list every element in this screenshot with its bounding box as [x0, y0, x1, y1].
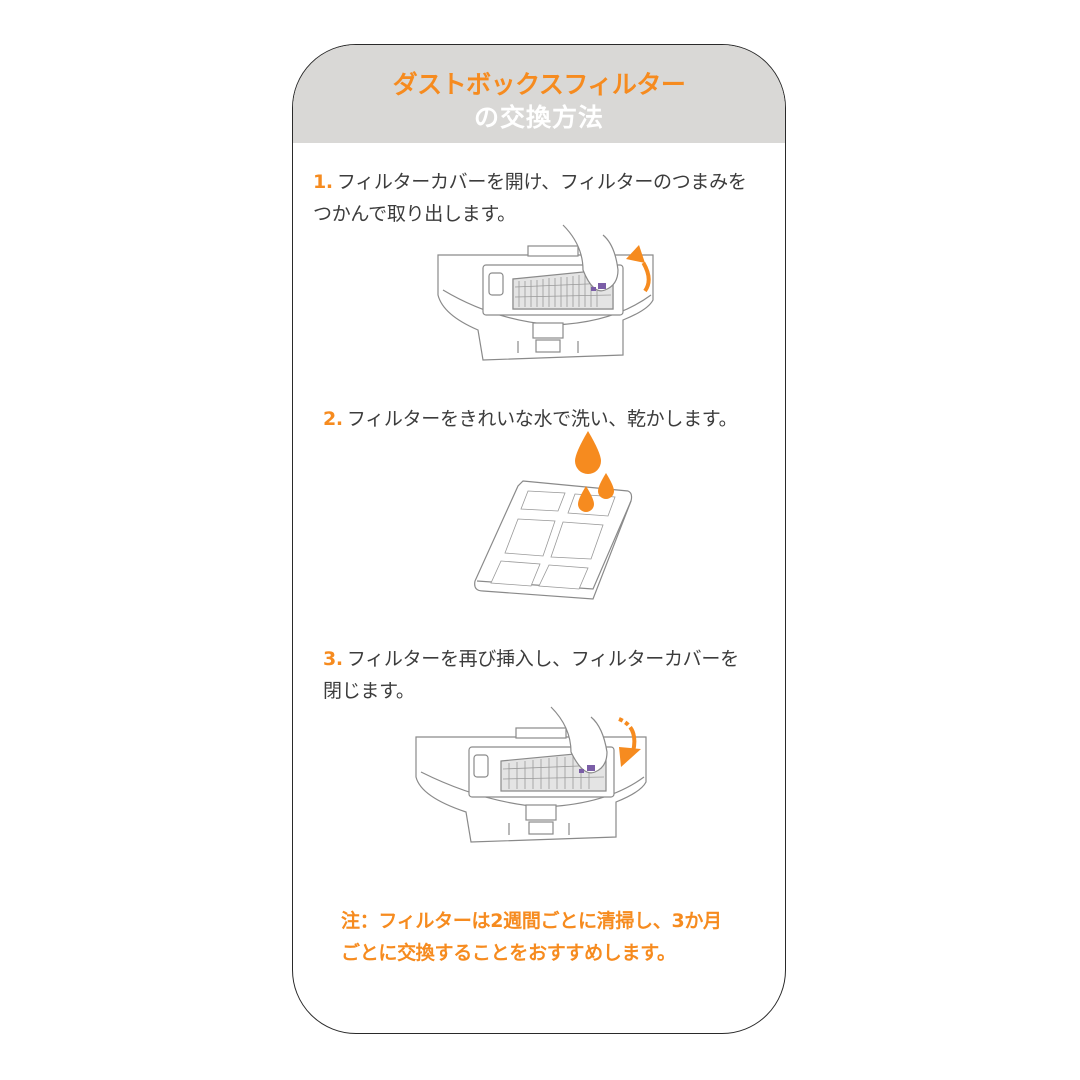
- filter-wash-illustration: [474, 431, 633, 600]
- step-3-number: 3.: [323, 648, 343, 670]
- maintenance-note: 注：フィルターは2週間ごとに清掃し、3か月 ごとに交換することをおすすめします。: [341, 910, 722, 964]
- title-line-1: ダストボックスフィルター: [392, 70, 686, 99]
- dustbox-insert-illustration: [415, 706, 647, 843]
- step-2-number: 2.: [323, 408, 343, 430]
- step-1-text: 1.フィルターカバーを開け、フィルターのつまみを つかんで取り出します。: [313, 171, 747, 225]
- step-3-text: 3.フィルターを再び挿入し、フィルターカバーを 閉じます。: [323, 648, 739, 702]
- title-line-2: の交換方法: [473, 103, 604, 132]
- step-1-number: 1.: [313, 171, 333, 193]
- instruction-card: ダストボックスフィルター の交換方法 1.フィルターカバーを開け、フィルターのつ…: [292, 44, 786, 1034]
- dustbox-open-illustration: [437, 224, 654, 361]
- step-2-text: 2.フィルターをきれいな水で洗い、乾かします。: [323, 408, 738, 430]
- card-header: ダストボックスフィルター の交換方法: [293, 45, 785, 143]
